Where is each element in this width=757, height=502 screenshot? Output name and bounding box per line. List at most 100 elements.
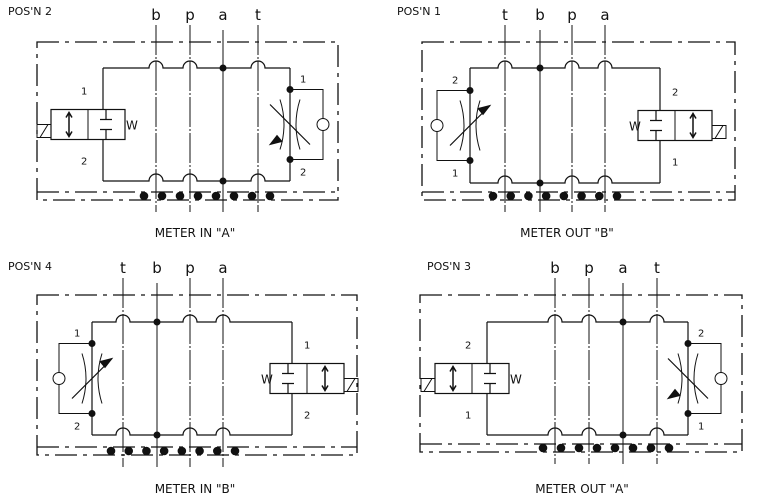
blocked-port-icon bbox=[650, 110, 662, 141]
solenoid-coil-icon bbox=[711, 125, 727, 139]
panel-caption: METER OUT "B" bbox=[520, 226, 614, 240]
throttle-icon bbox=[459, 100, 481, 151]
port-dot bbox=[577, 191, 586, 201]
blocked-port-icon bbox=[484, 363, 496, 394]
port-label-b: b bbox=[550, 259, 560, 277]
junction-dot bbox=[286, 86, 294, 93]
port-label-p: p bbox=[185, 259, 195, 277]
solenoid-valve-icon: W 1 2 bbox=[36, 68, 138, 181]
circuit-line-bottom bbox=[470, 175, 660, 184]
flow-control-port-number: 1 bbox=[74, 329, 80, 340]
solenoid-coil-icon bbox=[346, 378, 356, 392]
solenoid-coil-icon bbox=[39, 124, 49, 138]
flow-control-valve-icon: 12 bbox=[268, 75, 330, 179]
port-label-p: p bbox=[567, 6, 577, 24]
port-dot bbox=[541, 191, 551, 201]
port-dot bbox=[193, 191, 203, 201]
port-dot bbox=[139, 191, 149, 201]
solenoid-valve-icon: W 1 2 bbox=[261, 322, 359, 435]
solenoid-coil-icon bbox=[420, 378, 436, 392]
flow-control-valve-icon: 21 bbox=[430, 76, 492, 180]
port-dot bbox=[574, 443, 584, 453]
panel-caption: METER OUT "A" bbox=[535, 482, 629, 496]
junction-dot bbox=[88, 410, 96, 417]
spring-icon: W bbox=[126, 119, 138, 133]
circuit-line-top bbox=[470, 60, 660, 69]
valve-port-number: 1 bbox=[672, 158, 678, 169]
junction-dot bbox=[88, 340, 96, 347]
junction-dot bbox=[684, 410, 692, 417]
port-label-p: p bbox=[584, 259, 594, 277]
valve-port-number: 2 bbox=[465, 341, 471, 352]
circuit-line-bottom bbox=[103, 173, 290, 182]
port-label-a: a bbox=[618, 259, 627, 277]
solenoid-valve-icon: W21 bbox=[420, 322, 522, 435]
flow-control-valve-icon: 12 bbox=[52, 329, 114, 433]
port-dot bbox=[124, 446, 134, 456]
junction-dot bbox=[286, 156, 294, 163]
adjustable-arrow-icon bbox=[269, 104, 311, 145]
valve-port-number: 2 bbox=[304, 411, 310, 422]
solenoid-coil-icon bbox=[36, 124, 52, 138]
port-dot bbox=[488, 191, 498, 201]
flow-control-port-number: 2 bbox=[452, 76, 458, 87]
junction-dot bbox=[466, 157, 474, 164]
flow-arrows-icon bbox=[689, 112, 697, 139]
port-dot bbox=[538, 443, 548, 453]
arrow-head-icon bbox=[477, 104, 492, 116]
port-label-p: p bbox=[185, 6, 195, 24]
panel-title: POS'N 2 bbox=[8, 5, 52, 18]
valve-port-number: 1 bbox=[465, 411, 471, 422]
spring-icon: W bbox=[261, 373, 273, 387]
port-dot bbox=[628, 443, 638, 453]
solenoid-valve-icon: W21 bbox=[629, 68, 727, 183]
port-dot bbox=[175, 191, 185, 201]
port-dot bbox=[211, 191, 221, 201]
port-dot bbox=[524, 191, 533, 201]
check-valve-icon bbox=[714, 372, 728, 385]
port-dot bbox=[230, 446, 240, 456]
throttle-icon bbox=[81, 353, 103, 404]
flow-control-port-number: 1 bbox=[698, 422, 704, 433]
flow-arrows-icon bbox=[65, 111, 73, 138]
port-label-a: a bbox=[600, 6, 609, 24]
port-dot bbox=[212, 446, 222, 456]
solenoid-coil-icon bbox=[714, 125, 724, 139]
port-dot bbox=[646, 443, 656, 453]
panel-title: POS'N 3 bbox=[427, 260, 471, 273]
valve-port-number: 1 bbox=[304, 341, 310, 352]
valve-port-number: 2 bbox=[81, 157, 87, 168]
solenoid-coil-icon bbox=[423, 378, 433, 392]
port-label-a: a bbox=[218, 259, 227, 277]
blocked-port-icon bbox=[282, 363, 294, 394]
circuit-line-top bbox=[92, 314, 292, 323]
subplate-outline bbox=[419, 294, 743, 453]
flow-arrows-icon bbox=[449, 365, 457, 392]
throttle-icon bbox=[279, 99, 301, 150]
solenoid-coil-icon bbox=[343, 378, 359, 392]
port-dot bbox=[106, 446, 116, 456]
arrow-head-icon bbox=[99, 357, 114, 369]
port-label-t: t bbox=[255, 6, 261, 24]
port-label-b: b bbox=[535, 6, 545, 24]
valve-port-number: 2 bbox=[672, 88, 678, 99]
port-dot bbox=[177, 446, 187, 456]
port-dot bbox=[664, 443, 674, 453]
valve-port-number: 1 bbox=[81, 87, 87, 98]
flow-control-port-number: 1 bbox=[300, 75, 306, 86]
port-dot bbox=[506, 191, 516, 201]
port-dot bbox=[142, 446, 151, 456]
arrow-head-icon bbox=[666, 388, 681, 400]
flow-control-valve-icon: 21 bbox=[666, 329, 728, 433]
junction-dot bbox=[684, 340, 692, 347]
port-label-t: t bbox=[120, 259, 126, 277]
circuit-line-bottom bbox=[92, 427, 292, 436]
flow-control-port-number: 2 bbox=[300, 168, 306, 179]
flow-control-port-number: 1 bbox=[452, 169, 458, 180]
port-label-a: a bbox=[218, 6, 227, 24]
port-dot bbox=[610, 443, 620, 453]
port-label-t: t bbox=[654, 259, 660, 277]
